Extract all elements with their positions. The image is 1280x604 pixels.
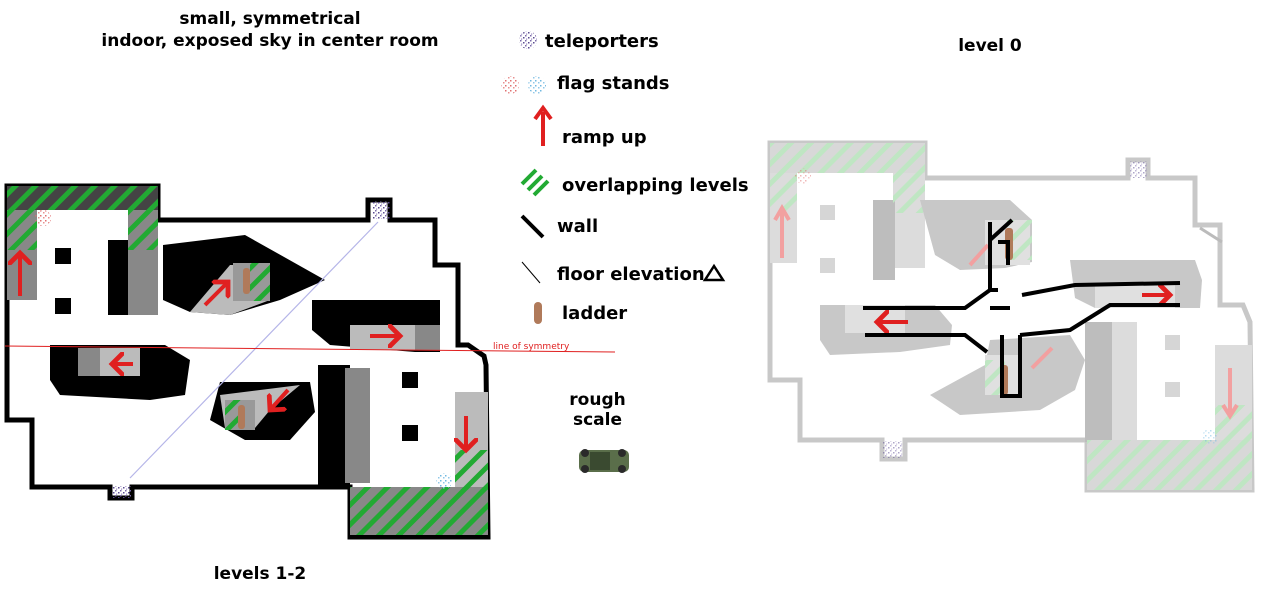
vehicle-scale-icon: [579, 449, 629, 473]
triangle-icon: [702, 263, 726, 282]
legend-floor-elevation-label: floor elevation: [557, 264, 705, 285]
levels-1-2-map: [4, 183, 616, 540]
overlapping-levels-icon: [520, 168, 550, 197]
floor-elevation-line: [129, 221, 379, 479]
legend-flag-stands-label: flag stands: [557, 73, 670, 94]
title-line-2: indoor, exposed sky in center room: [101, 31, 439, 51]
ramp-arrow: [270, 388, 290, 410]
levels-1-2-label: levels 1-2: [213, 564, 307, 584]
blue-flag-stand-icon: [528, 76, 546, 94]
blue-flag-stand-map: [436, 473, 452, 489]
legend-wall-label: wall: [557, 216, 599, 237]
level-0-map: [767, 140, 1255, 493]
teleporter-bottom-icon: [112, 486, 131, 498]
ramp-up-icon: [533, 104, 553, 146]
level0-walls: [863, 218, 1181, 398]
red-flag-stand-icon: [501, 76, 519, 94]
legend-ramp-up-label: ramp up: [562, 127, 647, 148]
wall-icon: [520, 214, 545, 239]
floor-elevation-icon: [521, 261, 541, 284]
teleporter-icon: [519, 31, 537, 49]
map-title: small, symmetrical indoor, exposed sky i…: [60, 8, 480, 52]
rough-word: rough: [569, 390, 626, 410]
legend-ladder-label: ladder: [562, 303, 628, 324]
symmetry-line-label: line of symmetry: [493, 342, 570, 352]
ladder-map: [243, 268, 250, 294]
title-line-1: small, symmetrical: [179, 9, 361, 29]
level-0-label: level 0: [958, 36, 1022, 56]
legend-teleporters-label: teleporters: [545, 31, 659, 52]
red-flag-stand-map: [35, 210, 51, 226]
ladder-icon: [534, 302, 542, 324]
legend-overlapping-levels-label: overlapping levels: [562, 175, 749, 196]
legend-icons: [501, 31, 726, 324]
ladder-map: [238, 405, 245, 429]
scale-word: scale: [572, 410, 623, 430]
teleporter-top-icon: [373, 201, 390, 219]
symmetry-line: [4, 345, 616, 353]
ramp-arrow: [203, 282, 228, 307]
rough-scale-label: rough scale: [560, 390, 635, 430]
